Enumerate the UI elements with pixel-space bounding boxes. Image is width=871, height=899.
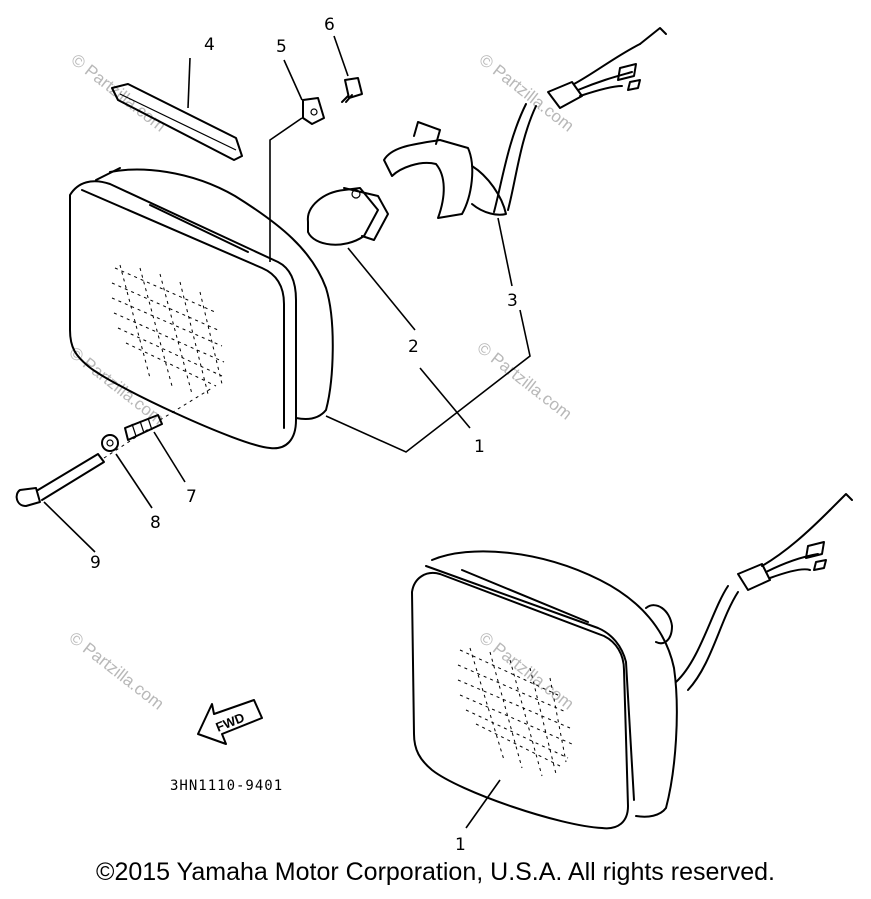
watermark-4: © Partzilla.com [474, 338, 576, 424]
clip-part-5 [302, 97, 325, 125]
headlight-parts-diagram: © Partzilla.com © Partzilla.com © Partzi… [15, 15, 853, 855]
callout-2: 2 [408, 337, 419, 357]
callout-1-top: 1 [474, 437, 485, 457]
lens-pattern-upper [111, 264, 225, 395]
bolt-part-9 [15, 453, 105, 507]
callout-9: 9 [90, 553, 101, 573]
watermark-5: © Partzilla.com [66, 628, 168, 714]
diagram-code: 3HN1110-9401 [170, 778, 283, 794]
watermark-1: © Partzilla.com [68, 50, 170, 136]
headlight-assembly-lower [411, 493, 853, 830]
callout-4: 4 [204, 35, 215, 55]
bulb-part-2 [306, 187, 389, 246]
watermark-6: © Partzilla.com [476, 628, 578, 714]
watermarks: © Partzilla.com © Partzilla.com © Partzi… [66, 50, 578, 714]
screw-part-6 [341, 77, 363, 103]
headlight-assembly-upper [69, 167, 334, 450]
copyright-notice: ©2015 Yamaha Motor Corporation, U.S.A. A… [96, 858, 775, 886]
trim-strip-part-4 [111, 83, 243, 161]
callout-8: 8 [150, 513, 161, 533]
callout-1-bottom: 1 [455, 835, 466, 855]
callout-3: 3 [507, 291, 518, 311]
socket-cord-part-3 [383, 27, 667, 219]
washer-part-8 [101, 434, 119, 452]
watermark-2: © Partzilla.com [476, 50, 578, 136]
callouts: 4 5 6 3 2 1 7 8 9 1 [90, 15, 518, 855]
callout-7: 7 [186, 487, 197, 507]
lens-pattern-lower [457, 647, 573, 777]
callout-5: 5 [276, 37, 287, 57]
fwd-arrow-icon: FWD [197, 699, 263, 745]
callout-6: 6 [324, 15, 335, 35]
screw-part-7 [124, 414, 163, 441]
leader-lines [43, 35, 531, 829]
